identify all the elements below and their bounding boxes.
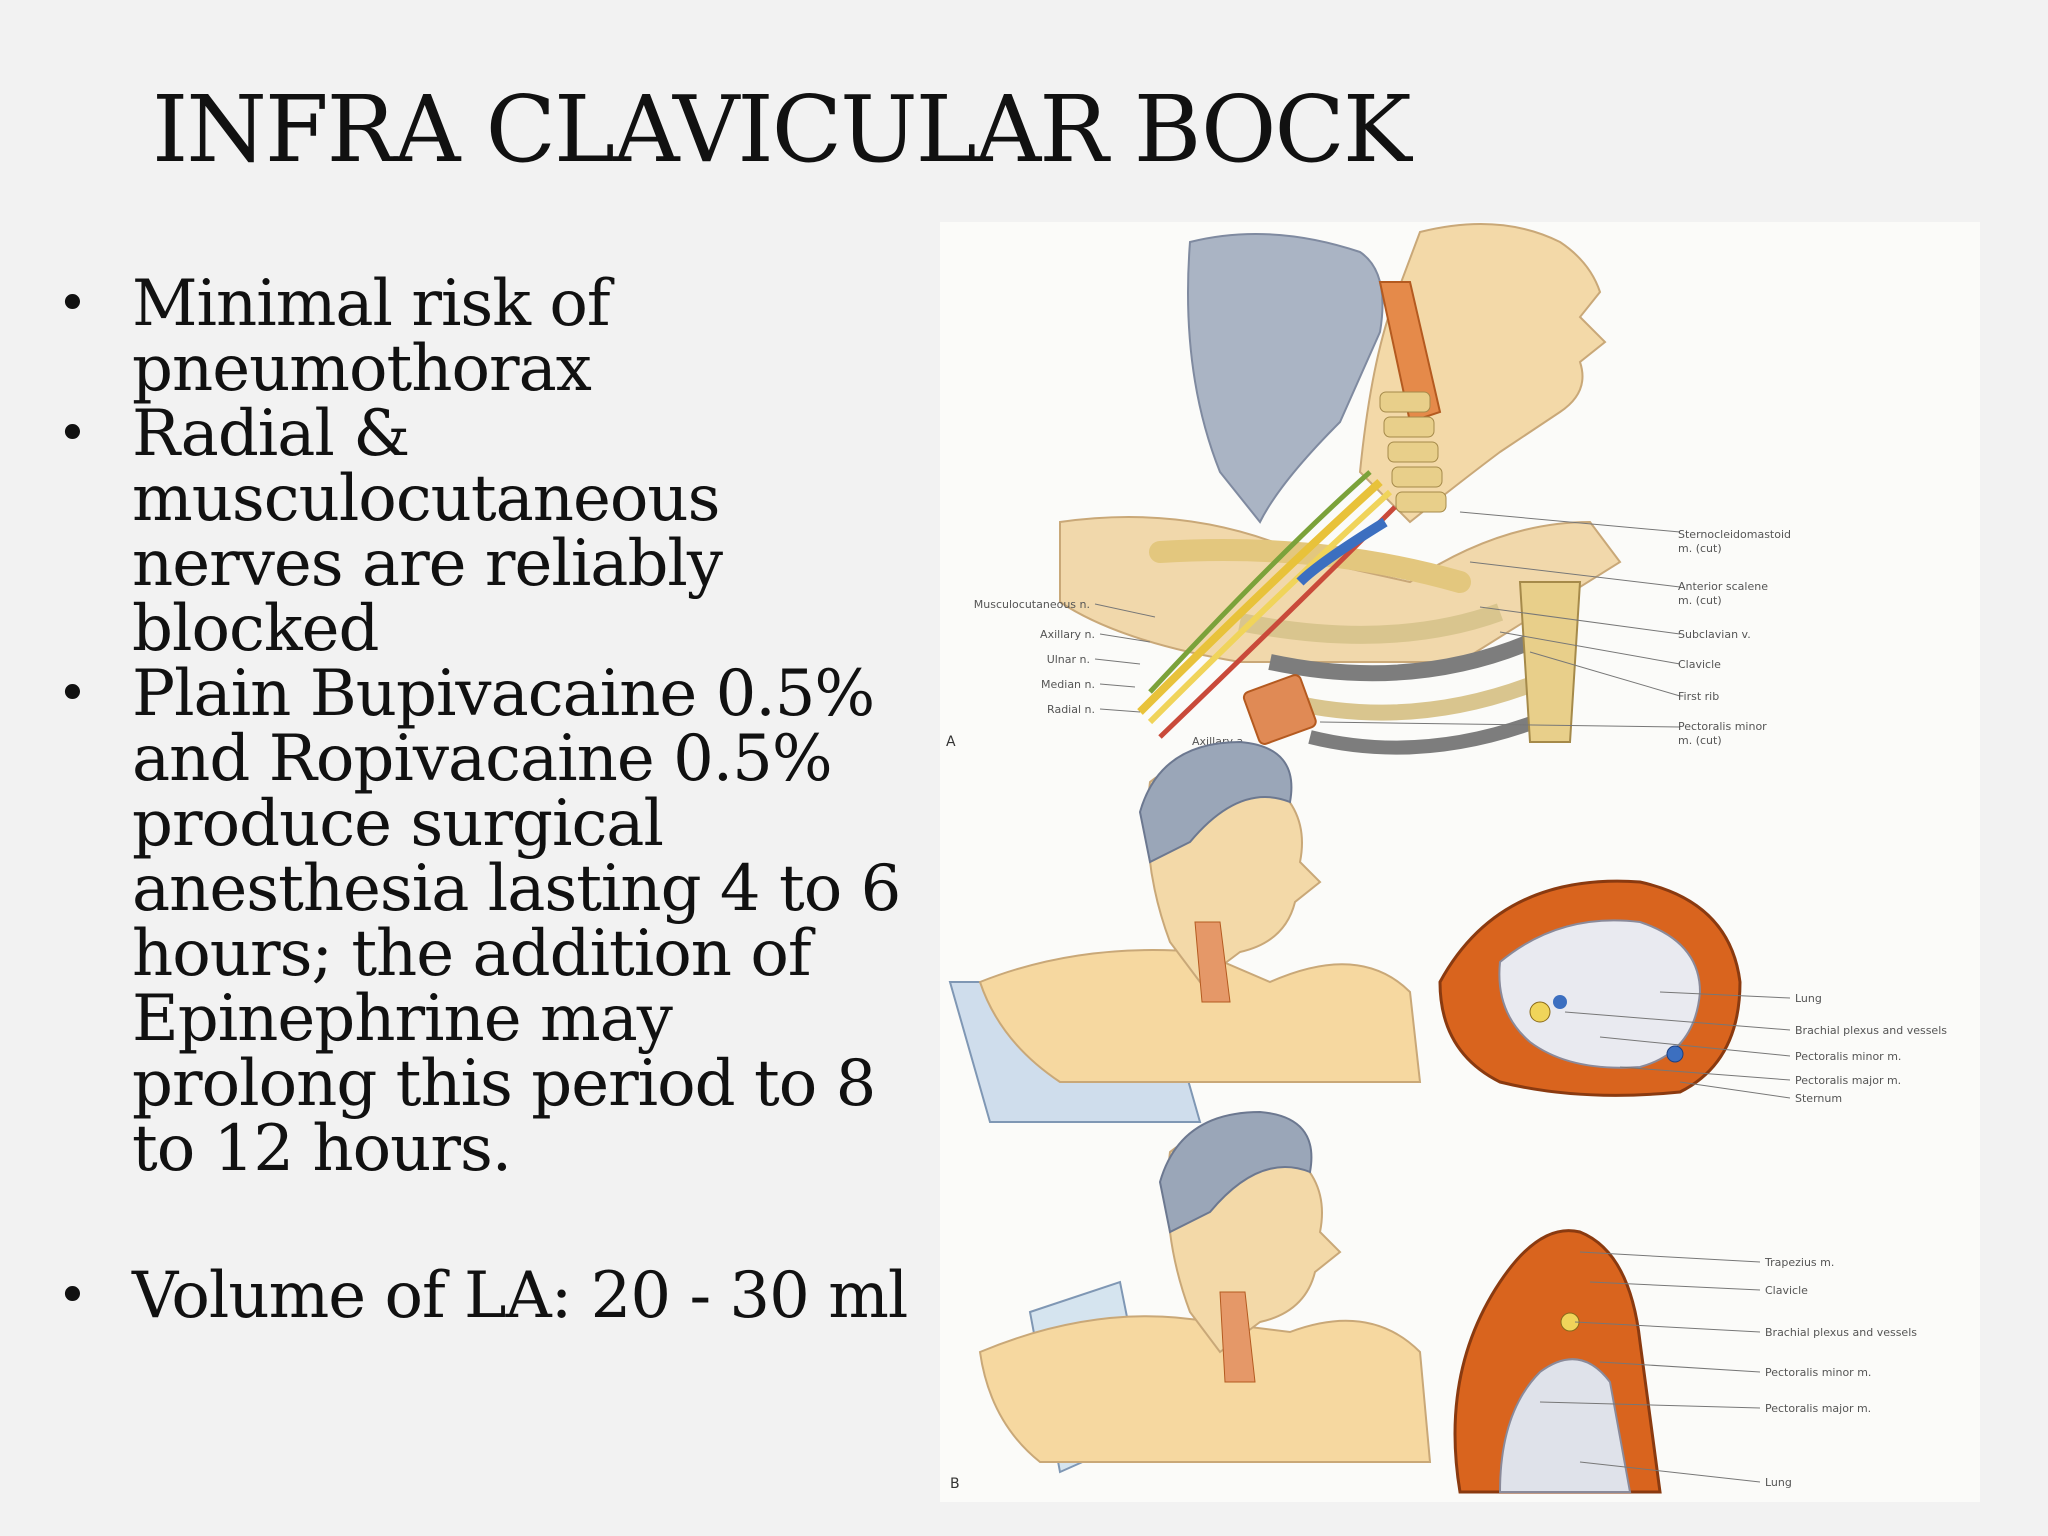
panel-b1-illustration <box>948 740 1791 1123</box>
label-b1-pec-major: Pectoralis major m. <box>1795 1074 1901 1087</box>
bullet-item: • Minimal risk of pneumothorax <box>52 272 932 402</box>
label-anterior-scalene-cut: m. (cut) <box>1678 594 1722 607</box>
label-subclavian-v: Subclavian v. <box>1678 628 1751 641</box>
label-b1-sternum: Sternum <box>1795 1092 1842 1105</box>
bullet-item: • Volume of LA: 20 - 30 ml <box>52 1264 932 1329</box>
label-b2-lung: Lung <box>1765 1476 1792 1489</box>
label-b2-clavicle: Clavicle <box>1765 1284 1808 1297</box>
label-radial: Radial n. <box>1047 703 1095 716</box>
label-b1-pec-minor: Pectoralis minor m. <box>1795 1050 1901 1063</box>
panel-a-illustration <box>1059 223 1681 755</box>
bullet-icon: • <box>57 1266 88 1326</box>
bullet-icon: • <box>57 664 88 724</box>
label-b2-brachial: Brachial plexus and vessels <box>1765 1326 1917 1339</box>
label-first-rib: First rib <box>1678 690 1719 703</box>
bullet-item: • Plain Bupivacaine 0.5% and Ropivacaine… <box>52 662 932 1182</box>
bullet-list: • Minimal risk of pneumothorax • Radial … <box>52 272 932 1329</box>
bullet-icon: • <box>57 274 88 334</box>
label-b2-trapezius: Trapezius m. <box>1764 1256 1834 1269</box>
anatomy-figure: Musculocutaneous n. Axillary n. Ulnar n.… <box>940 222 1980 1502</box>
anatomy-illustration: Musculocutaneous n. Axillary n. Ulnar n.… <box>946 223 1947 1494</box>
label-scm: Sternocleidomastoid <box>1678 528 1791 541</box>
slide-title: INFRA CLAVICULAR BOCK <box>152 76 1412 183</box>
label-musculocutaneous: Musculocutaneous n. <box>974 598 1090 611</box>
bullet-text: Plain Bupivacaine 0.5% and Ropivacaine 0… <box>132 657 901 1186</box>
label-b2-pec-major: Pectoralis major m. <box>1765 1402 1871 1415</box>
label-b1-brachial: Brachial plexus and vessels <box>1795 1024 1947 1037</box>
bullet-text: Volume of LA: 20 - 30 ml <box>132 1259 908 1333</box>
panel-b-letter: B <box>950 1476 960 1492</box>
bullet-text: Minimal risk of pneumothorax <box>132 267 611 406</box>
label-b2-pec-minor: Pectoralis minor m. <box>1765 1366 1871 1379</box>
label-anterior-scalene: Anterior scalene <box>1678 580 1768 593</box>
panel-a-letter: A <box>946 734 956 750</box>
label-b1-lung: Lung <box>1795 992 1822 1005</box>
label-clavicle: Clavicle <box>1678 658 1721 671</box>
label-axillary-n: Axillary n. <box>1040 628 1095 641</box>
bullet-item: • Radial & musculocutaneous nerves are r… <box>52 402 932 662</box>
label-ulnar: Ulnar n. <box>1047 653 1090 666</box>
label-median: Median n. <box>1041 678 1095 691</box>
label-pec-minor-cut: m. (cut) <box>1678 734 1722 747</box>
panel-b2-illustration <box>978 1110 1761 1494</box>
label-scm-cut: m. (cut) <box>1678 542 1722 555</box>
label-pec-minor: Pectoralis minor <box>1678 720 1767 733</box>
bullet-text: Radial & musculocutaneous nerves are rel… <box>132 397 723 666</box>
bullet-icon: • <box>57 404 88 464</box>
